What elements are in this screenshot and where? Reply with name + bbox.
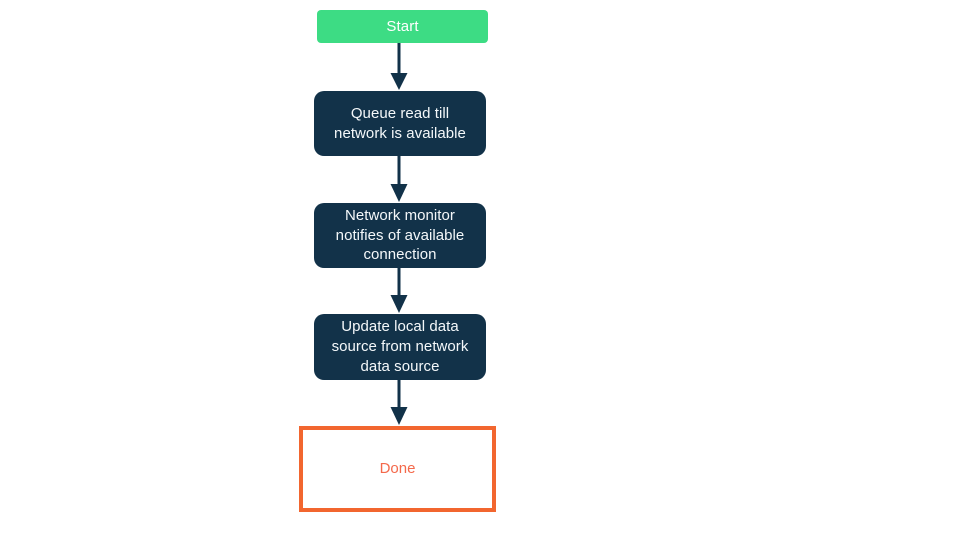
node-update-local-data-source-label: Update local data source from network da… — [331, 318, 469, 375]
edge-monitor-update-arrow — [387, 268, 411, 314]
edge-start-queue-arrow — [387, 43, 411, 91]
node-update-local-data-source[interactable]: Update local data source from network da… — [314, 314, 486, 380]
node-queue-read-label: Queue read till network is available — [334, 104, 466, 142]
node-network-monitor[interactable]: Network monitor notifies of available co… — [314, 203, 486, 268]
edge-queue-monitor-arrow — [387, 156, 411, 203]
node-done-label: Done — [379, 460, 416, 478]
node-done[interactable]: Done — [299, 426, 496, 512]
node-start-label: Start — [386, 17, 419, 35]
node-start[interactable]: Start — [317, 10, 488, 43]
node-network-monitor-label: Network monitor notifies of available co… — [335, 206, 465, 264]
node-queue-read[interactable]: Queue read till network is available — [314, 91, 486, 156]
edge-update-done-arrow — [387, 380, 411, 426]
